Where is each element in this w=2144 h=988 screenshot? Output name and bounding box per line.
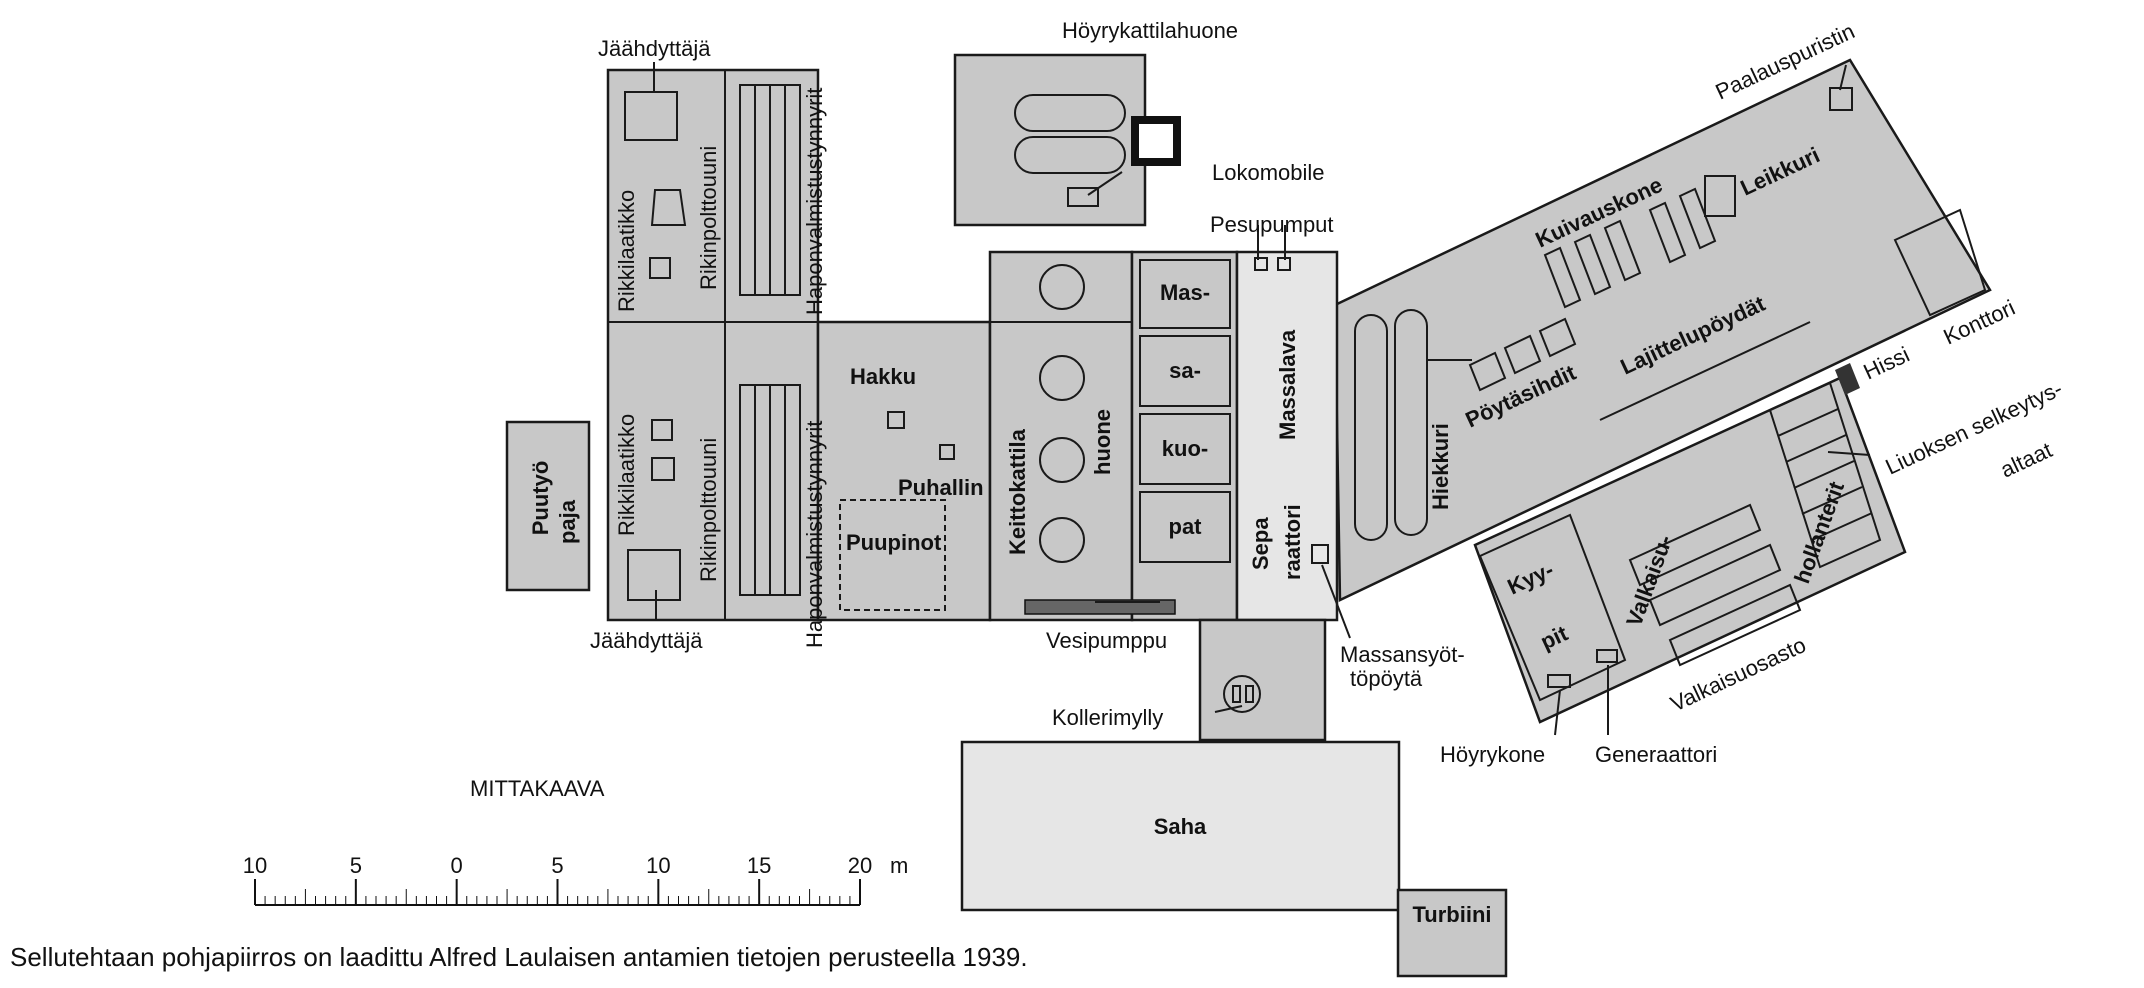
office-room xyxy=(1893,208,1987,317)
edge-mill xyxy=(1223,675,1261,713)
cooking-room xyxy=(988,250,1134,622)
elevator-shaft xyxy=(1835,363,1860,395)
label-turbine: Turbiini xyxy=(1412,902,1491,927)
label-pulp-3: kuo- xyxy=(1162,436,1208,461)
label-pulp-1: Mas- xyxy=(1160,280,1210,305)
turbine-house xyxy=(1396,888,1508,978)
leader-lines xyxy=(653,62,1871,736)
boilers xyxy=(1014,94,1126,174)
label-boiler-room: Höyrykattilahuone xyxy=(1062,18,1238,43)
label-separator-2: raattori xyxy=(1280,504,1305,580)
pulp-tanks-block xyxy=(1130,250,1239,622)
label-wood-stacks: Puupinot xyxy=(846,530,942,555)
scale-tick-label: 10 xyxy=(646,853,670,878)
wash-pump-1 xyxy=(1254,257,1268,271)
boiler-house xyxy=(953,53,1147,227)
cutter-box xyxy=(1704,175,1736,217)
label-water-pump: Vesipumppu xyxy=(1046,628,1167,653)
caption: Sellutehtaan pohjapiirros on laadittu Al… xyxy=(10,942,1028,972)
acid-barrels-bottom xyxy=(739,384,801,596)
steam-engine xyxy=(1547,674,1571,688)
cooler-top xyxy=(624,91,678,141)
scale-tick-label: 10 xyxy=(243,853,267,878)
chimney xyxy=(1131,116,1181,166)
table-sieves xyxy=(1468,317,1577,392)
label-feed-table-1: Massansyöt- xyxy=(1340,642,1465,667)
label-generator: Generaattori xyxy=(1595,742,1717,767)
sulfur-box-top xyxy=(649,257,671,279)
scale-tick-label: 5 xyxy=(350,853,362,878)
scale-tick-label: 15 xyxy=(747,853,771,878)
label-sulfur-box-bottom: Rikkilaatikko xyxy=(614,414,639,536)
label-wash-pumps: Pesupumput xyxy=(1210,212,1334,237)
scale-tick-label: 20 xyxy=(848,853,872,878)
drying-machine xyxy=(1543,187,1717,309)
label-acid-barrels-bottom: Haponvalmistustynnyrit xyxy=(802,421,827,648)
sawmill xyxy=(960,740,1401,912)
feed-table xyxy=(1311,544,1329,564)
pulp-platform xyxy=(1235,250,1339,622)
label-cooler-top: Jäähdyttäjä xyxy=(598,36,711,61)
wood-stacks xyxy=(839,499,946,611)
label-pulp-platform: Massalava xyxy=(1275,329,1300,440)
bleaching-wing xyxy=(1473,376,1907,724)
label-pulp-4: pat xyxy=(1169,514,1203,539)
label-sand-trap: Hiekkuri xyxy=(1428,423,1453,510)
label-digester-room: huone xyxy=(1090,409,1115,475)
digesters xyxy=(1039,264,1085,563)
cooler-bottom xyxy=(627,549,681,601)
label-cooler-bottom: Jäähdyttäjä xyxy=(590,628,703,653)
drying-hall xyxy=(1333,58,1992,602)
generator xyxy=(1596,649,1618,663)
carpentry-shop xyxy=(505,420,591,592)
scale-unit: m xyxy=(890,853,908,878)
sand-trap xyxy=(1354,309,1428,541)
lokomobile xyxy=(1067,187,1099,207)
label-chipper: Hakku xyxy=(850,364,916,389)
label-feed-table-2: töpöytä xyxy=(1350,666,1423,691)
chipper-hall xyxy=(816,320,992,622)
label-steam-engine: Höyrykone xyxy=(1440,742,1545,767)
settling-tanks xyxy=(1768,381,1882,569)
scale-bar: 10 5 0 5 10 15 20 m xyxy=(243,853,908,906)
label-settling-tanks-2: altaat xyxy=(1997,437,2056,482)
label-sulfur-oven-bottom: Rikinpolttouuni xyxy=(696,438,721,582)
chipper xyxy=(887,411,905,429)
label-blower: Puhallin xyxy=(898,475,984,500)
label-separator-1: Sepa xyxy=(1248,517,1273,570)
label-sulfur-oven-top: Rikinpolttouuni xyxy=(696,146,721,290)
label-carpentry: Puutyö xyxy=(528,461,553,536)
sorting-table-line xyxy=(1599,321,1811,421)
sulfur-box-bottom-2 xyxy=(651,457,675,481)
label-lokomobile: Lokomobile xyxy=(1212,160,1325,185)
scale-tick-label: 0 xyxy=(451,853,463,878)
label-digester: Keittokattila xyxy=(1005,428,1030,555)
label-sawmill: Saha xyxy=(1154,814,1207,839)
hollander-tubes xyxy=(1628,503,1802,667)
water-pump-strip xyxy=(1024,599,1176,615)
acid-barrels-top xyxy=(739,84,801,296)
label-shop: paja xyxy=(555,499,580,544)
label-edge-mill: Kollerimylly xyxy=(1052,705,1163,730)
label-acid-barrels-top: Haponvalmistustynnyrit xyxy=(802,88,827,315)
label-sulfur-box-top: Rikkilaatikko xyxy=(614,190,639,312)
scale-title: MITTAKAAVA xyxy=(470,776,605,801)
kyypit-room xyxy=(1478,513,1627,702)
label-pulp-2: sa- xyxy=(1169,358,1201,383)
edge-mill-house xyxy=(1198,618,1327,742)
blower xyxy=(939,444,955,460)
scale-tick-label: 5 xyxy=(551,853,563,878)
sulfur-box-bottom-1 xyxy=(651,419,673,441)
acid-building xyxy=(606,68,820,622)
sulfur-oven-top xyxy=(650,189,687,226)
